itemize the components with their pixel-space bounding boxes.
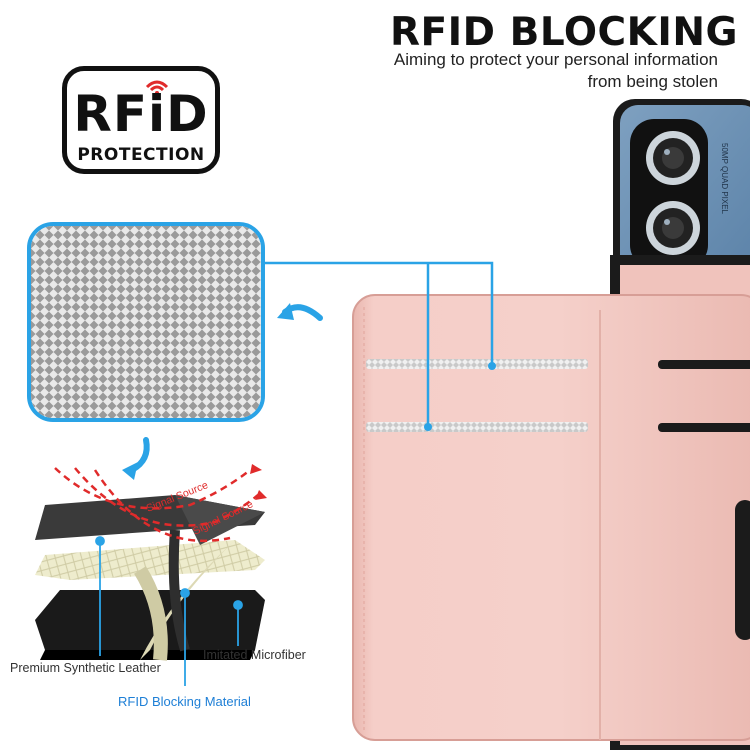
camera-lens-top	[646, 131, 700, 185]
wallet-case-illustration: 50MP QUAD PIXEL	[352, 99, 750, 750]
rfid-mesh-sample	[27, 222, 265, 422]
material-layers-diagram: Signal Source Signal Source	[35, 464, 267, 686]
label-rfid-material: RFID Blocking Material	[118, 694, 251, 709]
subtitle-line-2: from being stolen	[587, 72, 718, 91]
curved-arrow-icon	[277, 303, 323, 321]
label-microfiber: Imitated Microfiber	[203, 648, 306, 662]
wifi-icon	[145, 80, 169, 95]
label-leather: Premium Synthetic Leather	[10, 661, 161, 675]
subtitle-line-1: Aiming to protect your personal informat…	[393, 50, 718, 69]
badge-sub-text: PROTECTION	[77, 145, 205, 165]
page-title: RFID BLOCKING	[390, 10, 738, 55]
camera-lens-bottom	[646, 201, 700, 255]
pink-case	[352, 255, 750, 750]
down-arrow-icon	[122, 437, 150, 480]
rfid-protection-badge: RFiD PROTECTION	[62, 66, 220, 174]
camera-label: 50MP QUAD PIXEL	[720, 143, 729, 215]
badge-main-text: RFiD	[73, 85, 209, 143]
